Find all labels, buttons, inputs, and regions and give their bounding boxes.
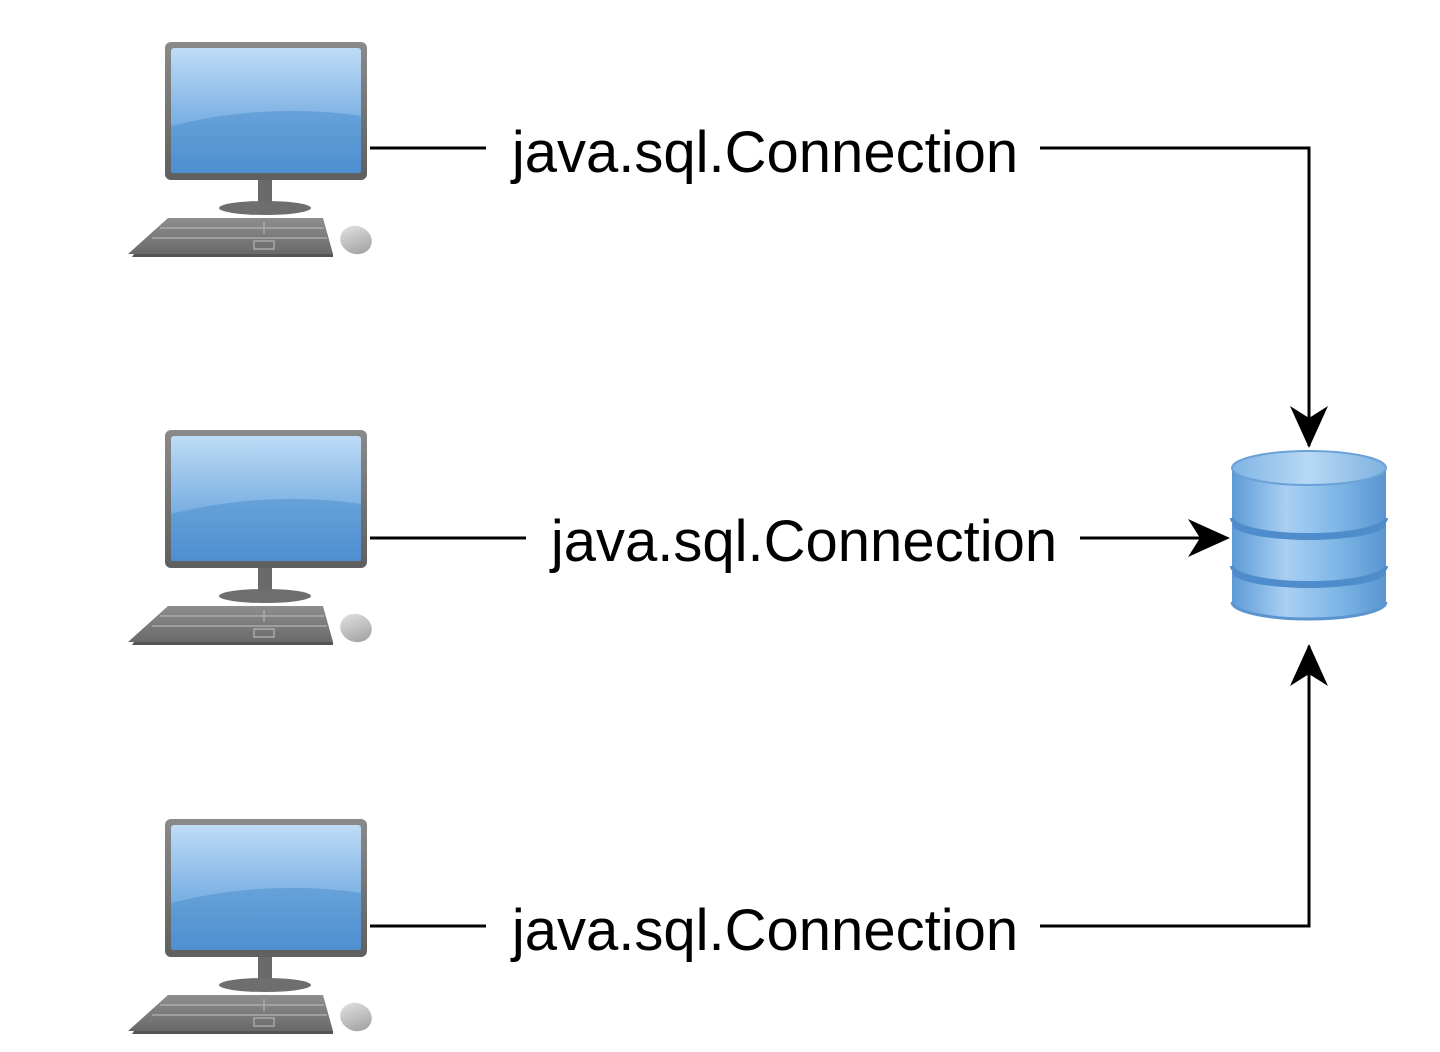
connection-line-3 bbox=[1040, 646, 1311, 928]
connection-label-1: java.sql.Connection bbox=[510, 120, 1018, 185]
arrow-up-icon bbox=[1290, 644, 1328, 686]
arrow-down-icon bbox=[1290, 406, 1328, 448]
connection-1: java.sql.Connection bbox=[370, 120, 1328, 448]
connection-3: java.sql.Connection bbox=[370, 644, 1328, 963]
connection-label-2: java.sql.Connection bbox=[549, 509, 1057, 574]
connection-line-1 bbox=[1040, 146, 1311, 446]
arrow-right-icon bbox=[1188, 519, 1230, 557]
database-icon bbox=[1230, 450, 1388, 621]
desktop-computer-icon bbox=[128, 430, 377, 645]
desktop-computer-icon bbox=[128, 42, 377, 257]
connection-label-3: java.sql.Connection bbox=[510, 898, 1018, 963]
client-computer-2 bbox=[128, 430, 377, 645]
client-computer-3 bbox=[128, 819, 377, 1034]
client-computer-1 bbox=[128, 42, 377, 257]
desktop-computer-icon bbox=[128, 819, 377, 1034]
connection-2: java.sql.Connection bbox=[370, 509, 1230, 574]
